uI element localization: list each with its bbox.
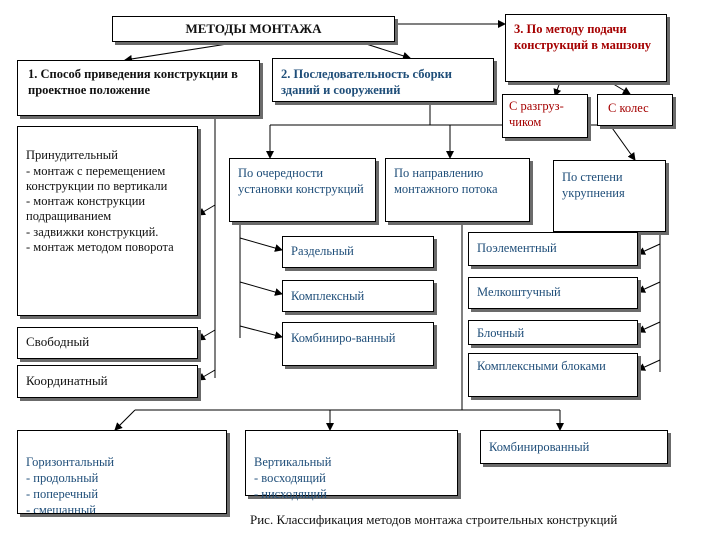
diagram-title: МЕТОДЫ МОНТАЖА <box>112 16 395 42</box>
enlarge-smallpiece-text: Мелкоштучный <box>477 285 561 299</box>
order-complex-text: Комплексный <box>291 289 365 303</box>
method1-forced-box: Принудительный - монтаж с перемещением к… <box>17 126 198 316</box>
method1-forced-text: Принудительный - монтаж с перемещением к… <box>26 148 174 254</box>
method3-heading-text: 3. По методу подачи конструкций в машзон… <box>514 22 652 53</box>
order-separate-text: Раздельный <box>291 244 354 258</box>
flow-horizontal-box: Горизонтальный - продольный - поперечный… <box>17 430 227 514</box>
method1-heading: 1. Способ приведения конструкции в проек… <box>17 60 260 116</box>
enlarge-elementwise-box: Поэлементный <box>468 232 638 266</box>
method3-wheels-text: С колес <box>608 101 649 115</box>
method2-direction-text: По направлению монтажного потока <box>394 166 498 197</box>
enlarge-complexblocks-text: Комплексными блоками <box>477 359 606 373</box>
method2-order-text: По очередности установки конструкций <box>238 166 364 197</box>
method1-heading-text: 1. Способ приведения конструкции в проек… <box>28 67 238 98</box>
enlarge-elementwise-text: Поэлементный <box>477 241 557 255</box>
order-complex-box: Комплексный <box>282 280 434 312</box>
method3-wheels-box: С колес <box>597 94 673 126</box>
method2-enlargement-text: По степени укрупнения <box>562 170 625 201</box>
method2-direction-box: По направлению монтажного потока <box>385 158 530 222</box>
method1-coordinate-text: Координатный <box>26 373 108 388</box>
order-combined-text: Комбиниро-ванный <box>291 331 396 345</box>
order-separate-box: Раздельный <box>282 236 434 268</box>
method1-free-text: Свободный <box>26 334 90 349</box>
method2-heading: 2. Последовательность сборки зданий и со… <box>272 58 494 102</box>
method2-heading-text: 2. Последовательность сборки зданий и со… <box>281 67 452 98</box>
method2-order-box: По очередности установки конструкций <box>229 158 376 222</box>
flow-horizontal-text: Горизонтальный - продольный - поперечный… <box>26 455 115 514</box>
enlarge-smallpiece-box: Мелкоштучный <box>468 277 638 309</box>
enlarge-block-text: Блочный <box>477 326 525 340</box>
diagram-title-text: МЕТОДЫ МОНТАЖА <box>185 21 322 36</box>
method2-enlargement-box: По степени укрупнения <box>553 160 666 232</box>
method1-coordinate-box: Координатный <box>17 365 198 398</box>
flow-combined-box: Комбинированный <box>480 430 668 464</box>
order-combined-box: Комбиниро-ванный <box>282 322 434 366</box>
method3-unloading-text: С разгруз-чиком <box>509 99 564 130</box>
figure-caption: Рис. Классификация методов монтажа строи… <box>250 512 618 527</box>
flow-combined-text: Комбинированный <box>489 440 590 454</box>
flow-vertical-text: Вертикальный - восходящий - нисходящий <box>254 455 332 501</box>
method3-unloading-box: С разгруз-чиком <box>502 94 588 138</box>
method3-heading: 3. По методу подачи конструкций в машзон… <box>505 14 667 82</box>
enlarge-complexblocks-box: Комплексными блоками <box>468 353 638 397</box>
flow-vertical-box: Вертикальный - восходящий - нисходящий <box>245 430 458 501</box>
method1-free-box: Свободный <box>17 327 198 359</box>
enlarge-block-box: Блочный <box>468 320 638 345</box>
